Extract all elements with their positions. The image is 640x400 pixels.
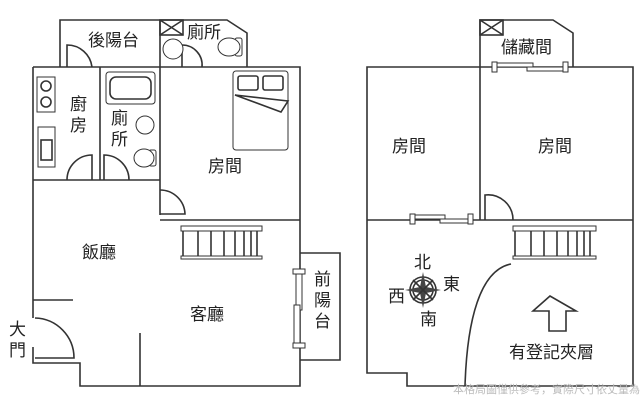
label-storage: 儲藏間 (501, 38, 552, 58)
sink-icon (37, 126, 56, 168)
staircase-icon (180, 225, 263, 260)
label-main-door: 大門 (5, 320, 26, 362)
partition-walls (33, 299, 141, 386)
label-rear-balcony: 後陽台 (88, 31, 139, 51)
bedroom-door[interactable] (484, 194, 514, 221)
washbasin-icon (135, 38, 184, 135)
label-toilet-top: 廁所 (187, 22, 221, 43)
main-door[interactable] (34, 317, 75, 359)
stove-icon (36, 76, 56, 113)
compass-east: 東 (443, 275, 460, 295)
mezzanine-outer-wall (366, 66, 634, 387)
sliding-window-icon (409, 61, 569, 225)
label-registered-mezzanine: 有登記夾層 (509, 343, 594, 363)
rear-door[interactable] (66, 44, 93, 68)
sliding-window-icon (292, 268, 306, 349)
staircase-icon (512, 225, 597, 260)
label-front-balcony: 前陽台 (310, 270, 331, 333)
compass-west: 西 (388, 287, 405, 307)
bath-door[interactable] (103, 154, 130, 181)
mezzanine-plan: 房間 房間 儲藏間 有登記夾層 北 南 東 西 (366, 19, 634, 387)
label-bedroom-left: 房間 (392, 137, 426, 157)
label-kitchen: 廚房 (66, 94, 87, 137)
toilet-icon (133, 37, 243, 168)
ground-floor-plan: 後陽台 廁所 廚房 廁所 房間 飯廳 客廳 前陽台 大門 (5, 19, 341, 387)
interior-walls (33, 67, 300, 221)
label-dining-room: 飯廳 (82, 243, 116, 263)
compass-north: 北 (414, 253, 431, 273)
label-living-room: 客廳 (190, 305, 224, 325)
compass-icon (405, 272, 441, 308)
mezzanine-edge-curve (464, 263, 512, 387)
ventilation-icon (479, 19, 504, 36)
front-balcony-wall (300, 252, 341, 361)
label-bedroom-right: 房間 (538, 137, 572, 157)
ground-outer-wall (32, 66, 301, 387)
ventilation-icon (159, 19, 184, 36)
kitchen-door[interactable] (66, 154, 93, 181)
bedroom-door[interactable] (159, 189, 186, 215)
rear-balcony-wall (59, 19, 248, 67)
compass-south: 南 (420, 310, 437, 330)
disclaimer: 本格局圖僅供參考，實際尺寸依丈量為準 (453, 382, 640, 396)
label-bath: 廁所 (107, 108, 128, 151)
label-bedroom: 房間 (208, 157, 242, 177)
up-arrow-icon (530, 295, 579, 332)
bathtub-icon (105, 71, 156, 105)
toilet-door[interactable] (181, 44, 203, 68)
bed-icon (232, 70, 290, 151)
